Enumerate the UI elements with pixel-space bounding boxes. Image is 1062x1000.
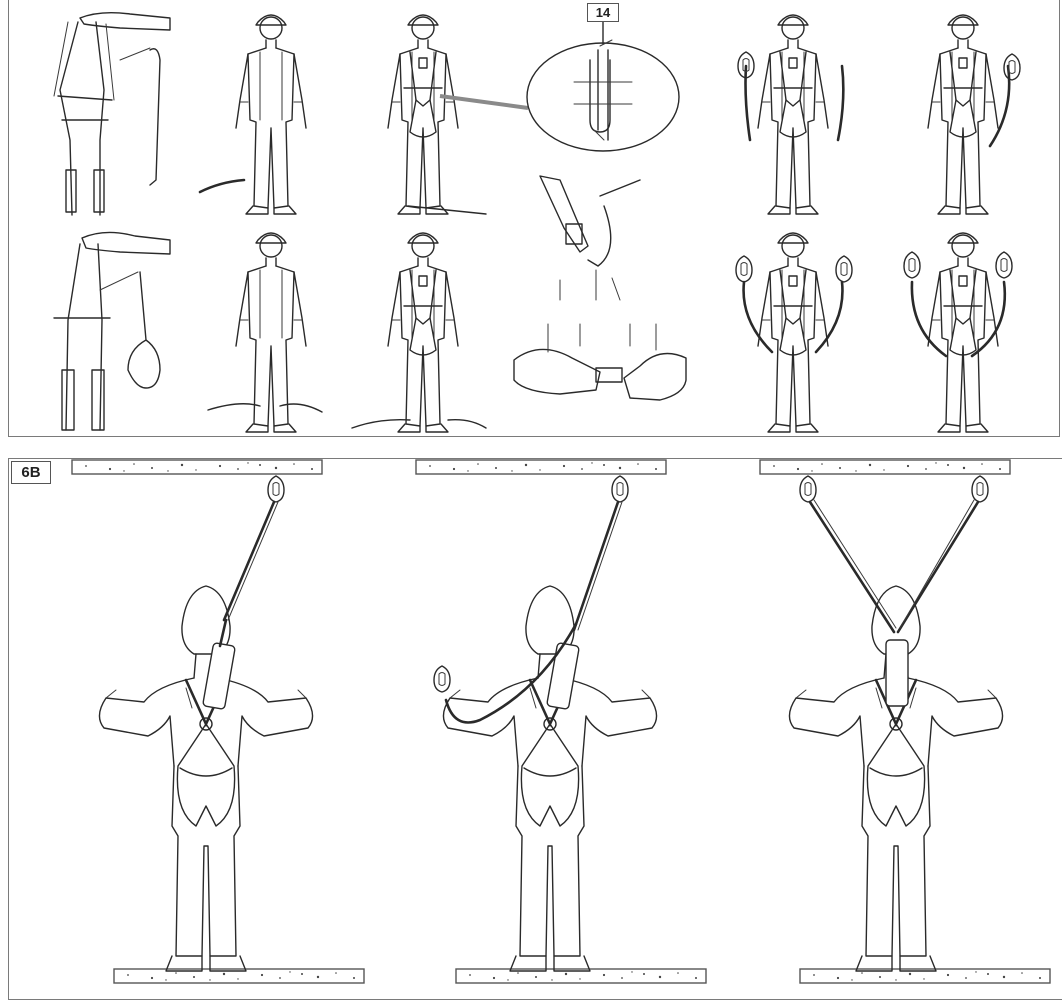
detail-callout-label: 14 — [587, 3, 619, 22]
step-worker-back-2 — [352, 233, 486, 432]
detail-hands-chest — [540, 176, 640, 300]
step-worker-lanyard-front-2 — [736, 233, 852, 432]
detail-hands-waist — [514, 324, 686, 400]
step-worker-lanyard-front-1 — [738, 15, 843, 214]
step-hold-harness-bottom — [54, 232, 170, 430]
step-worker-lanyard-back-2 — [904, 233, 1012, 432]
anchoring-twin-lanyard — [789, 476, 1002, 971]
step-worker-back-1 — [388, 15, 486, 214]
anchoring-single-lanyard — [99, 476, 312, 971]
ceiling-anchor-middle — [416, 460, 666, 474]
detail-buckle-14 — [527, 20, 679, 151]
step-worker-front-1 — [200, 15, 306, 214]
step-hold-harness-top — [54, 13, 170, 215]
step-worker-lanyard-back-1 — [928, 15, 1020, 214]
anchoring-lanyard-free-end — [434, 476, 657, 971]
panel-label: 6B — [11, 461, 51, 484]
ceiling-anchor-right — [760, 460, 1010, 474]
ceiling-anchor-left — [72, 460, 322, 474]
step-worker-front-2 — [208, 233, 322, 432]
